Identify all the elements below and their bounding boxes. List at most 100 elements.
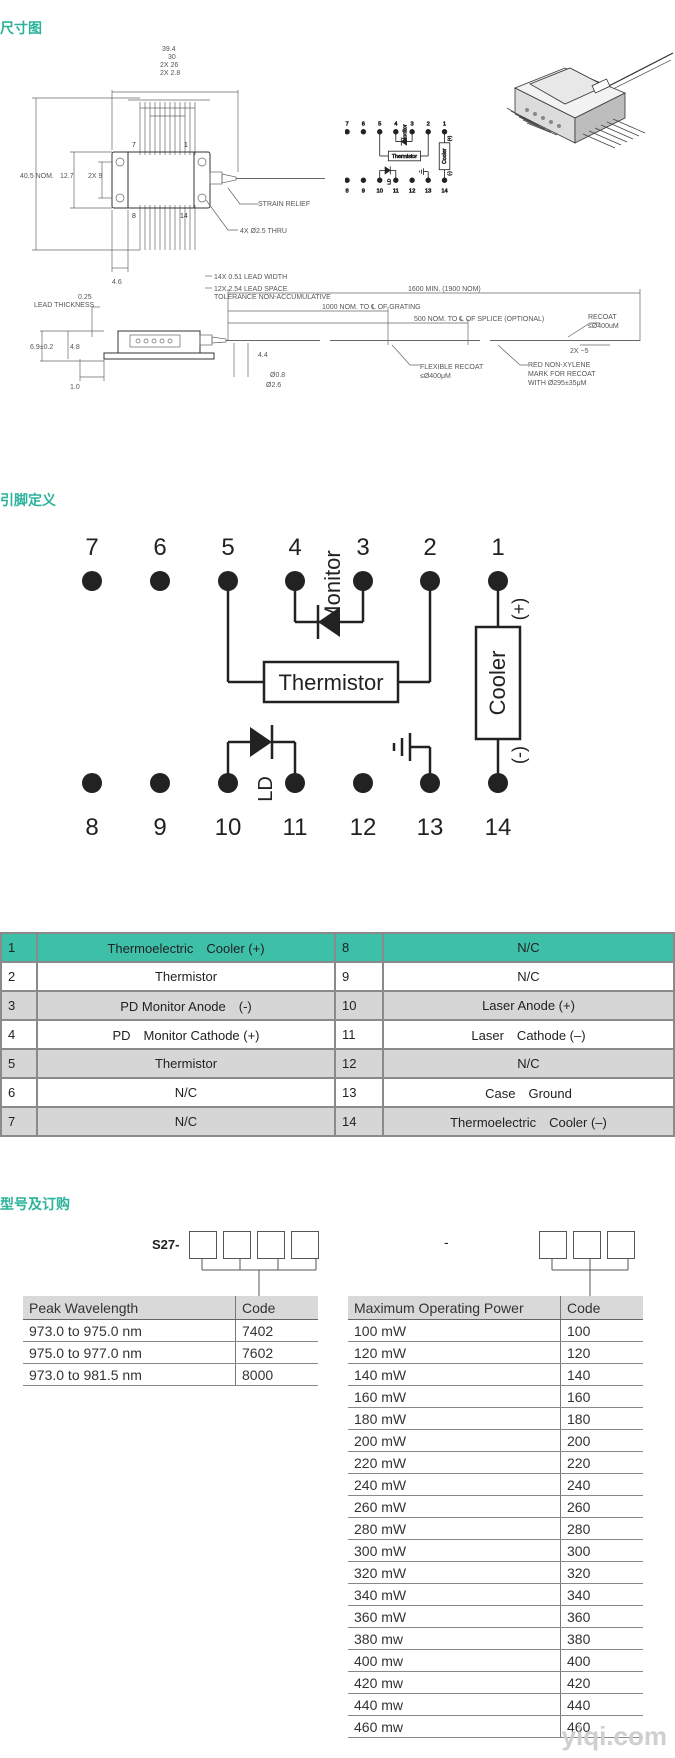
code-cell: 140	[560, 1363, 643, 1386]
pin-number-top: 4	[288, 535, 301, 561]
pin-number-cell: 1	[0, 932, 38, 963]
thermistor-label: Thermistor	[278, 670, 383, 695]
pin-function-cell: Thermoelectric Cooler (+)	[36, 932, 336, 963]
cooler-label: Cooler	[485, 651, 510, 716]
pin-number-top: 2	[423, 535, 436, 561]
flex-recoat-label: FLEXIBLE RECOAT	[420, 364, 484, 371]
pin-function-cell: Laser Cathode (–)	[382, 1019, 675, 1050]
code-cell: 200	[560, 1429, 643, 1452]
code-cell: 260	[560, 1495, 643, 1518]
code-box	[539, 1231, 567, 1259]
recoat-dia-label: ≤Ø400uM	[588, 323, 619, 330]
pin-function-cell: N/C	[36, 1077, 336, 1108]
col-header: Code	[560, 1296, 643, 1320]
pin-number-bottom: 13	[417, 814, 444, 841]
col-header: Peak Wavelength	[23, 1296, 236, 1320]
cooler-label: Cooler	[442, 148, 448, 164]
pin-label: 14	[180, 213, 188, 220]
code-cell: 7602	[235, 1341, 318, 1364]
pin-dot	[345, 129, 350, 135]
dim-label: 1.0	[70, 384, 80, 391]
red-mark-label: WITH Ø295±35μM	[528, 380, 587, 387]
code-box	[257, 1231, 285, 1259]
code-cell: 280	[560, 1517, 643, 1540]
pin-number-cell: 9	[334, 961, 384, 992]
lead-thickness-label: LEAD THICKNESS	[34, 302, 94, 309]
ld-label: LD	[255, 776, 277, 802]
value-cell: 400 mw	[348, 1649, 561, 1672]
dim-label: 2X ~5	[570, 348, 589, 355]
value-cell: 973.0 to 981.5 nm	[23, 1363, 236, 1386]
value-cell: 220 mW	[348, 1451, 561, 1474]
pin-number-top: 1	[443, 122, 446, 128]
pin-dot	[82, 571, 102, 591]
pin-label: 8	[132, 213, 136, 220]
laser-diode-icon	[250, 727, 272, 757]
pin-number-top: 3	[356, 535, 369, 561]
value-cell: 440 mw	[348, 1693, 561, 1716]
section-title-ordering: 型号及订购	[0, 1196, 70, 1212]
pin-number-cell: 10	[334, 990, 384, 1021]
strain-relief-label: STRAIN RELIEF	[258, 201, 310, 208]
pin-number-cell: 11	[334, 1019, 384, 1050]
tolerance-label: TOLERANCE NON-ACCUMULATIVE	[214, 294, 331, 301]
dim-label: 0.25	[78, 294, 92, 301]
cooler-plus-label: (+)	[509, 598, 529, 621]
pin-number-cell: 2	[0, 961, 38, 992]
code-cell: 160	[560, 1385, 643, 1408]
value-cell: 280 mW	[348, 1517, 561, 1540]
code-cell: 180	[560, 1407, 643, 1430]
pin-number-top: 3	[411, 122, 414, 128]
pin-number-cell: 6	[0, 1077, 38, 1108]
red-mark-label: MARK FOR RECOAT	[528, 371, 596, 378]
watermark: yiqi.com	[561, 1721, 667, 1751]
col-header: Maximum Operating Power	[348, 1296, 561, 1320]
pin-number-cell: 3	[0, 990, 38, 1021]
code-cell: 220	[560, 1451, 643, 1474]
dim-label: 30	[168, 54, 176, 61]
lead-width-label: 14X 0.51 LEAD WIDTH	[214, 274, 287, 281]
pin-number-top: 7	[345, 122, 348, 128]
dim-label: 4.6	[112, 279, 122, 286]
code-connector-lines	[201, 1258, 629, 1296]
pin-number-top: 1	[491, 535, 504, 561]
pin-number-cell: 8	[334, 932, 384, 963]
pin-number-bottom: 9	[362, 189, 365, 195]
pin-number-bottom: 10	[377, 189, 383, 195]
dim-label: 500 NOM. TO ℄ OF SPLICE (OPTIONAL)	[414, 316, 544, 323]
section-title-pin-definition: 引脚定义	[0, 492, 56, 508]
package-illustration	[506, 52, 674, 149]
code-cell: 380	[560, 1627, 643, 1650]
pin-function-cell: Thermistor	[36, 961, 336, 992]
value-cell: 320 mW	[348, 1561, 561, 1584]
code-cell: 300	[560, 1539, 643, 1562]
lead-space-label: 12X 2.54 LEAD SPACE	[214, 286, 288, 293]
pin-number-top: 4	[394, 122, 398, 128]
code-box	[291, 1231, 319, 1259]
thermistor-box	[262, 660, 400, 704]
dim-label: 2X 2.8	[160, 70, 180, 77]
value-cell: 420 mw	[348, 1671, 561, 1694]
pin-dot	[345, 177, 350, 183]
code-cell: 120	[560, 1341, 643, 1364]
code-box	[573, 1231, 601, 1259]
cooler-box	[474, 625, 522, 741]
pin-function-cell: N/C	[382, 961, 675, 992]
monitor-diode-icon	[400, 137, 407, 146]
thru-label: 4X Ø2.5 THRU	[240, 228, 287, 235]
